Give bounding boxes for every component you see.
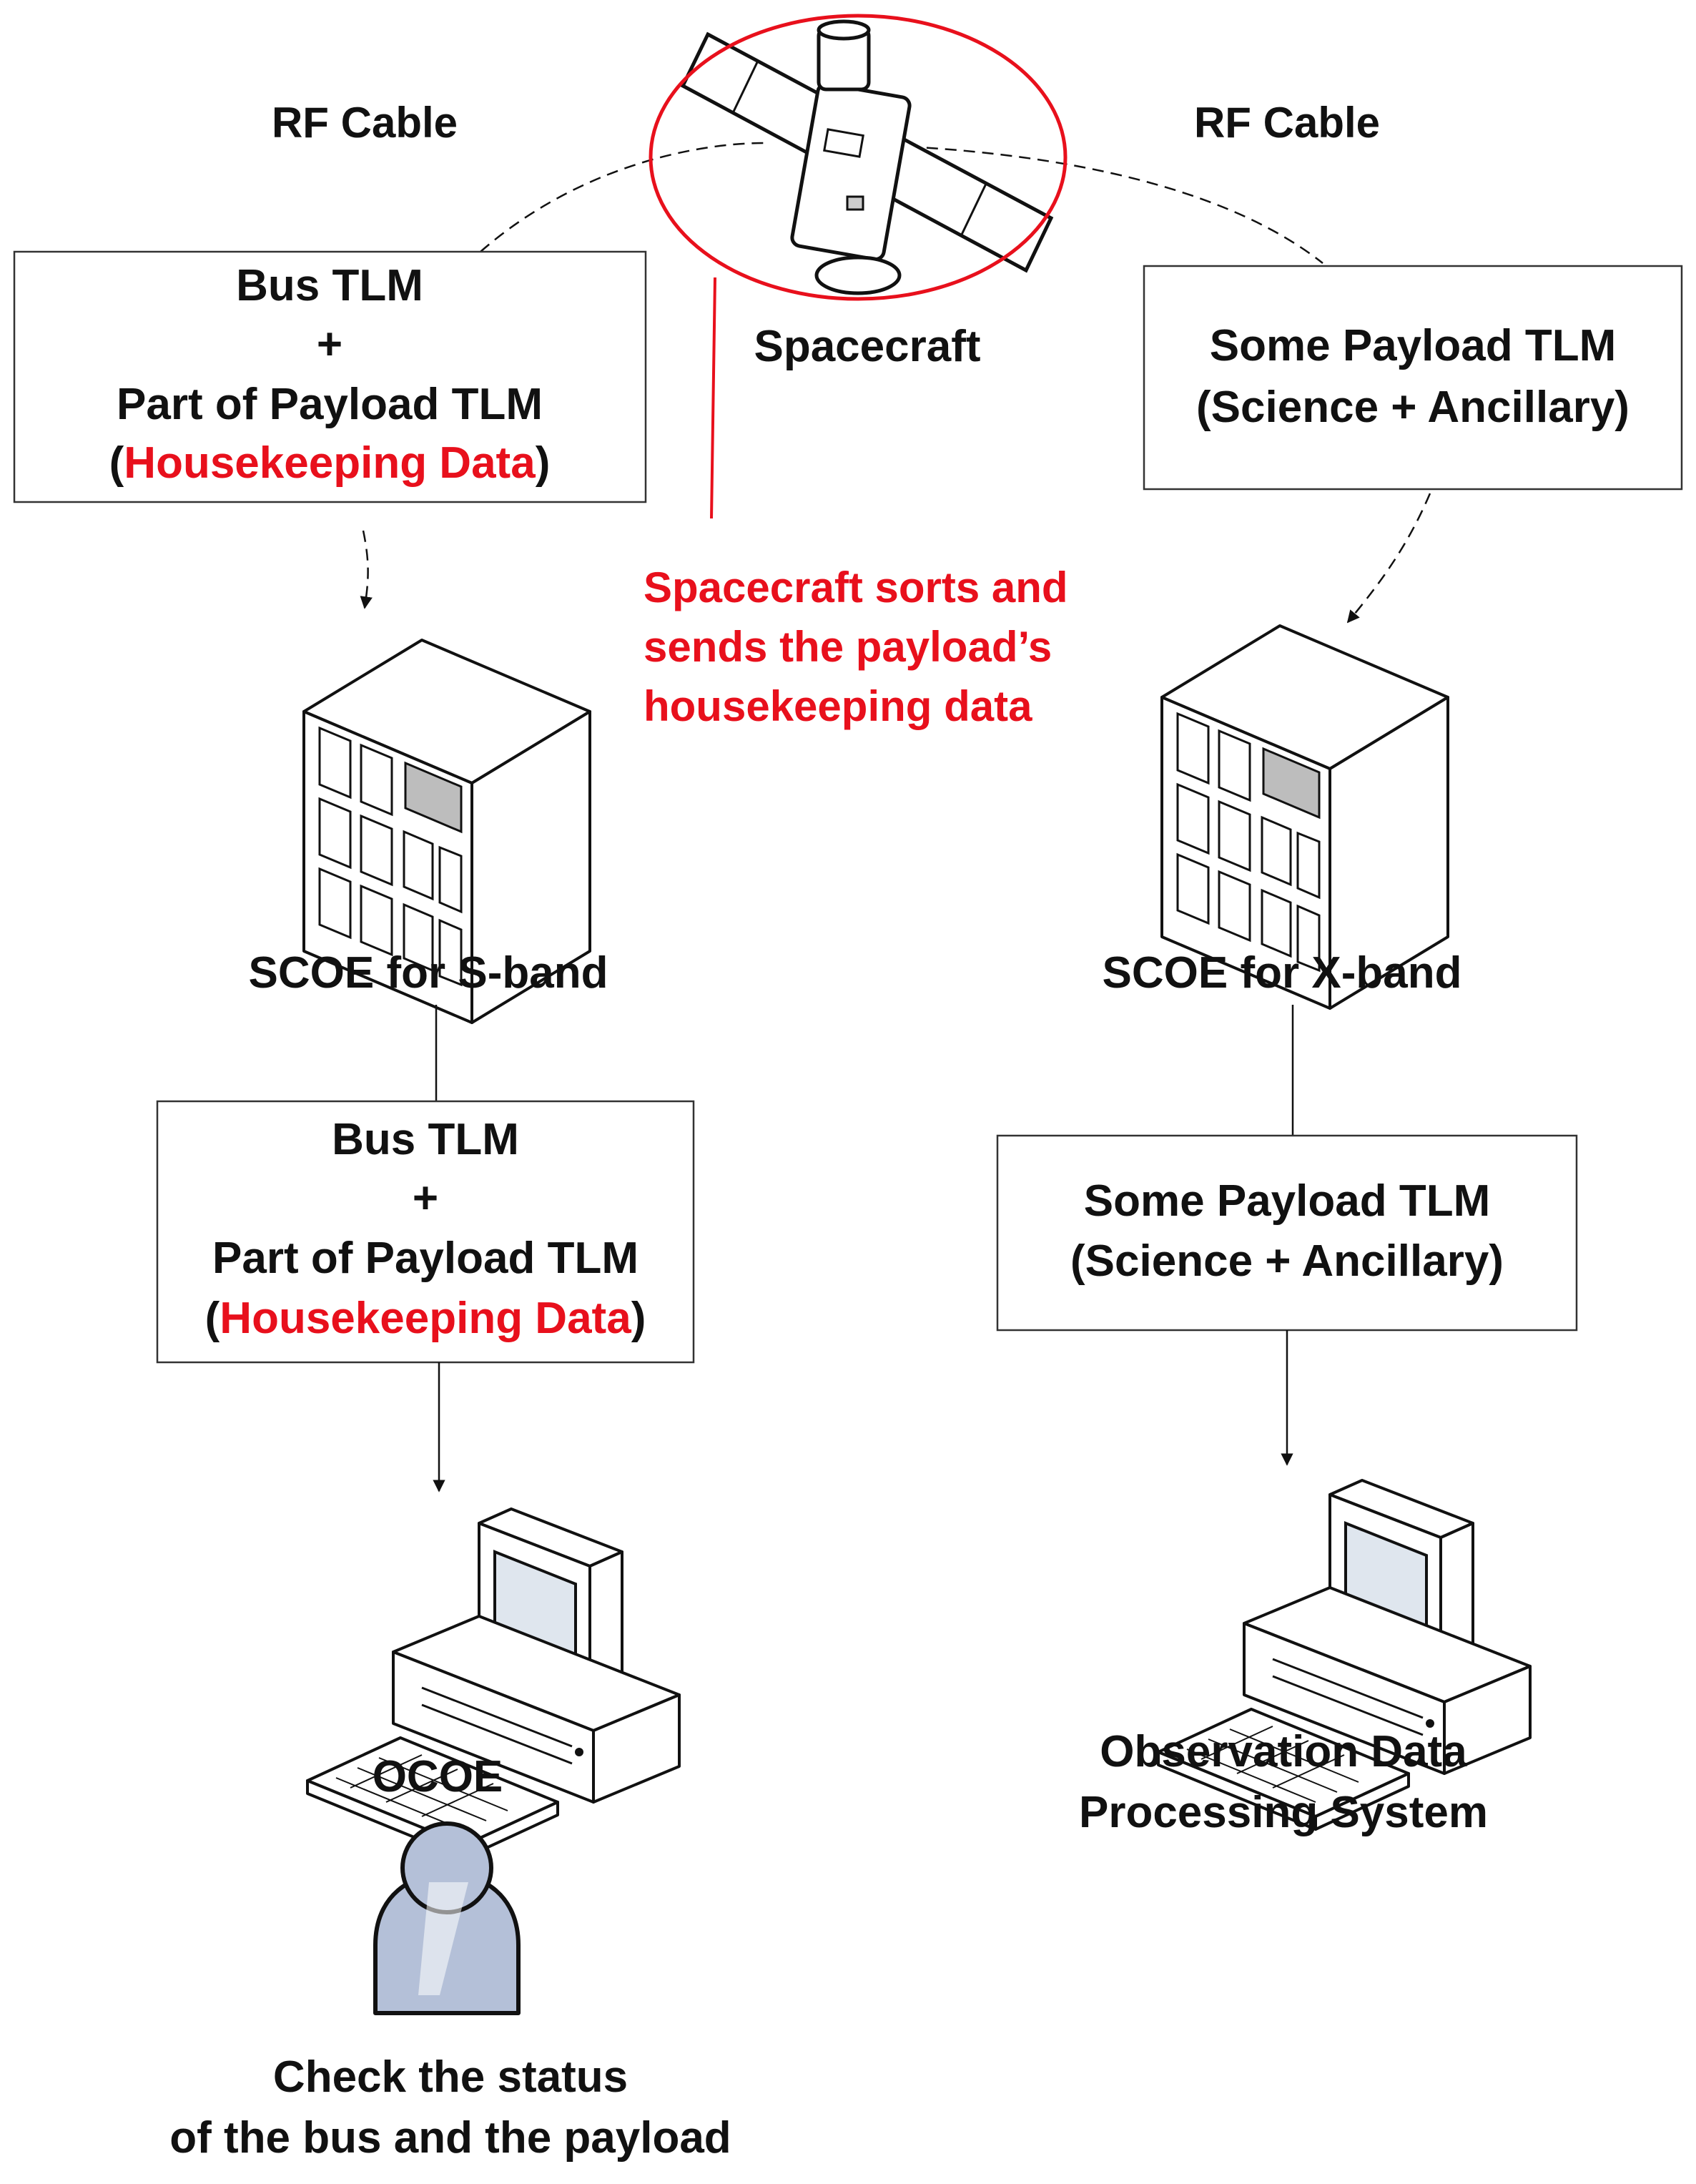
- box-line-1: Some Payload TLM: [1210, 321, 1616, 370]
- person-icon: [373, 1821, 521, 2015]
- dashed-arrow-right: [1346, 493, 1431, 624]
- rf-cable-right: [907, 145, 1323, 264]
- left-bottom-telemetry-box: Bus TLM + Part of Payload TLM (Housekeep…: [156, 1100, 695, 1364]
- box-line-3: Part of Payload TLM: [212, 1234, 639, 1283]
- box-line-2: (Science + Ancillary): [1196, 383, 1630, 432]
- note-pointer-line: [710, 277, 716, 519]
- scoe-x-band-label: SCOE for X-band: [1103, 948, 1462, 998]
- box-line-3: Part of Payload TLM: [117, 380, 543, 429]
- note-line-3: housekeeping data: [644, 682, 1032, 730]
- box-line-4: (Housekeeping Data): [205, 1294, 646, 1343]
- box-line-2: +: [317, 320, 342, 369]
- computer-icon-odps: [1157, 1479, 1532, 1831]
- housekeeping-highlight: Housekeeping Data: [220, 1294, 631, 1343]
- operator-caption-line-2: of the bus and the payload: [169, 2113, 731, 2163]
- sorting-note: Spacecraft sorts and sends the payload’s…: [644, 564, 1068, 730]
- rf-cable-label-right: RF Cable: [1194, 99, 1380, 147]
- right-bottom-telemetry-box: Some Payload TLM (Science + Ancillary): [996, 1134, 1578, 1332]
- spacecraft-label: Spacecraft: [754, 322, 980, 371]
- satellite-icon: [680, 19, 1054, 295]
- dashed-arrow-left: [360, 530, 373, 609]
- rf-cable-label-left: RF Cable: [272, 99, 458, 147]
- computer-icon-ocoe: [306, 1507, 681, 1859]
- odps-label-line-1: Observation Data: [1100, 1727, 1467, 1776]
- scoe-s-band-label: SCOE for S-band: [249, 948, 608, 998]
- box-line-1: Bus TLM: [236, 261, 423, 310]
- right-top-telemetry-box: Some Payload TLM (Science + Ancillary): [1143, 265, 1683, 491]
- box-line-2: +: [413, 1174, 438, 1223]
- spacecraft-highlight-ring: [649, 14, 1068, 301]
- box-line-4: (Housekeeping Data): [109, 438, 551, 488]
- box-line-2: (Science + Ancillary): [1070, 1236, 1504, 1286]
- left-top-telemetry-box: Bus TLM + Part of Payload TLM (Housekeep…: [13, 250, 647, 503]
- note-line-1: Spacecraft sorts and: [644, 564, 1068, 611]
- box-line-1: Some Payload TLM: [1084, 1176, 1490, 1226]
- box-line-1: Bus TLM: [332, 1115, 519, 1164]
- rf-cable-left: [480, 142, 766, 252]
- ocoe-label: OCOE: [373, 1752, 503, 1801]
- operator-caption-line-1: Check the status: [273, 2052, 628, 2102]
- housekeeping-highlight: Housekeeping Data: [124, 438, 536, 488]
- note-line-2: sends the payload’s: [644, 623, 1052, 671]
- odps-label-line-2: Processing System: [1079, 1788, 1488, 1837]
